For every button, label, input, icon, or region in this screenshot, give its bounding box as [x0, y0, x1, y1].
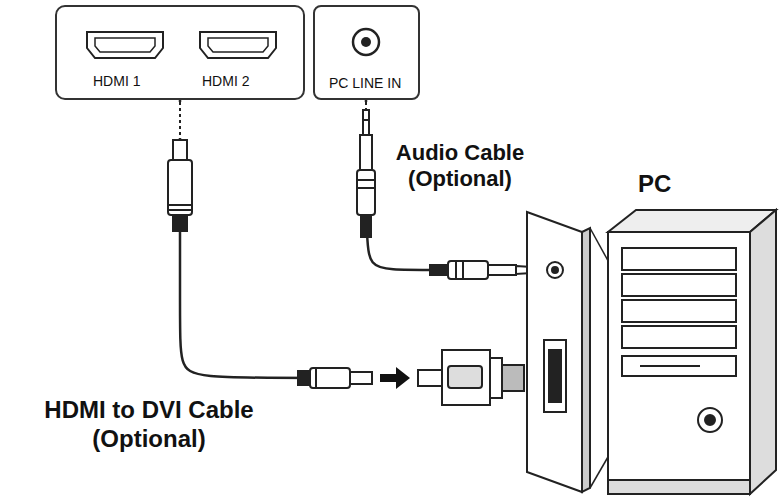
adapter-label: [448, 366, 482, 388]
jack-hole: [361, 37, 371, 47]
plug-grip: [168, 204, 192, 206]
cable-label: HDMI to DVI Cable (Optional): [4, 396, 294, 454]
floppy-slot: [640, 365, 700, 367]
hdmi-port: [200, 32, 276, 58]
tower-side: [750, 210, 776, 494]
plug-sleeve: [488, 265, 516, 275]
dvi-adapter: [418, 350, 524, 405]
tower-front: [608, 232, 750, 494]
drive-bay: [622, 248, 736, 270]
plug-tip: [350, 372, 372, 384]
adapter-body: [442, 350, 490, 405]
hdmi-ports: [87, 32, 276, 58]
audio-jack: [547, 262, 563, 278]
drive-bay: [622, 326, 736, 348]
cable-label: Audio Cable (Optional): [380, 140, 540, 193]
gap-mask: [372, 366, 422, 390]
pc-back-panel: [527, 212, 612, 492]
plug-grip: [357, 179, 375, 181]
hdmi-port: [87, 32, 163, 58]
plug-grip: [462, 261, 464, 279]
panel-edge: [582, 228, 590, 492]
drive-bay: [622, 274, 736, 296]
line-in-port: [353, 29, 379, 55]
plug-body: [310, 368, 350, 388]
audio-jack-hole: [552, 267, 558, 273]
audio-plug: [357, 110, 375, 237]
dvi-pins: [502, 365, 524, 391]
plug-sleeve: [360, 135, 372, 170]
tower-top: [608, 210, 776, 232]
dotted-lead: [179, 102, 181, 140]
adapter-socket: [418, 370, 442, 386]
hdmi-plug: [298, 368, 372, 388]
strain-relief: [361, 215, 371, 237]
plug-body: [448, 261, 488, 279]
hdmi-plug: [168, 140, 192, 231]
pc-unit: PC: [520, 168, 778, 498]
adapter-flange: [490, 358, 502, 398]
device-name: PC: [638, 170, 671, 198]
audio-plug: [430, 261, 535, 279]
tower-base: [608, 480, 750, 494]
plug-grip: [357, 187, 375, 189]
port-panel: PC LINE IN: [313, 5, 420, 100]
dvi-port-pins: [549, 350, 561, 402]
dotted-lead: [365, 102, 367, 110]
pc-tower: [608, 210, 776, 494]
power-button-center: [705, 415, 715, 425]
floppy-bay: [622, 356, 736, 376]
hdmi-port-inner: [95, 38, 155, 52]
strain-relief: [173, 215, 187, 231]
port-label: PC LINE IN: [329, 75, 401, 91]
tip-ring: [363, 119, 369, 121]
drive-bay: [622, 300, 736, 322]
strain-relief: [298, 371, 310, 385]
dvi-port: [544, 340, 566, 412]
strain-relief: [430, 265, 448, 275]
plug-tip: [173, 140, 187, 160]
port-label: HDMI 1: [93, 73, 140, 89]
plug-grip: [168, 209, 192, 211]
plug-grip: [315, 368, 317, 388]
port-panel: HDMI 1 HDMI 2: [55, 5, 305, 100]
jack-ring: [353, 29, 379, 55]
port-label: HDMI 2: [202, 73, 249, 89]
plug-body: [357, 170, 375, 215]
power-button: [698, 408, 722, 432]
plug-tip: [363, 110, 369, 135]
insert-arrow: [380, 367, 410, 389]
plug-grip: [455, 261, 457, 279]
panel-plate: [527, 212, 582, 492]
gap-mask: [360, 102, 372, 110]
hdmi-port-inner: [208, 38, 268, 52]
plug-body: [168, 160, 192, 215]
